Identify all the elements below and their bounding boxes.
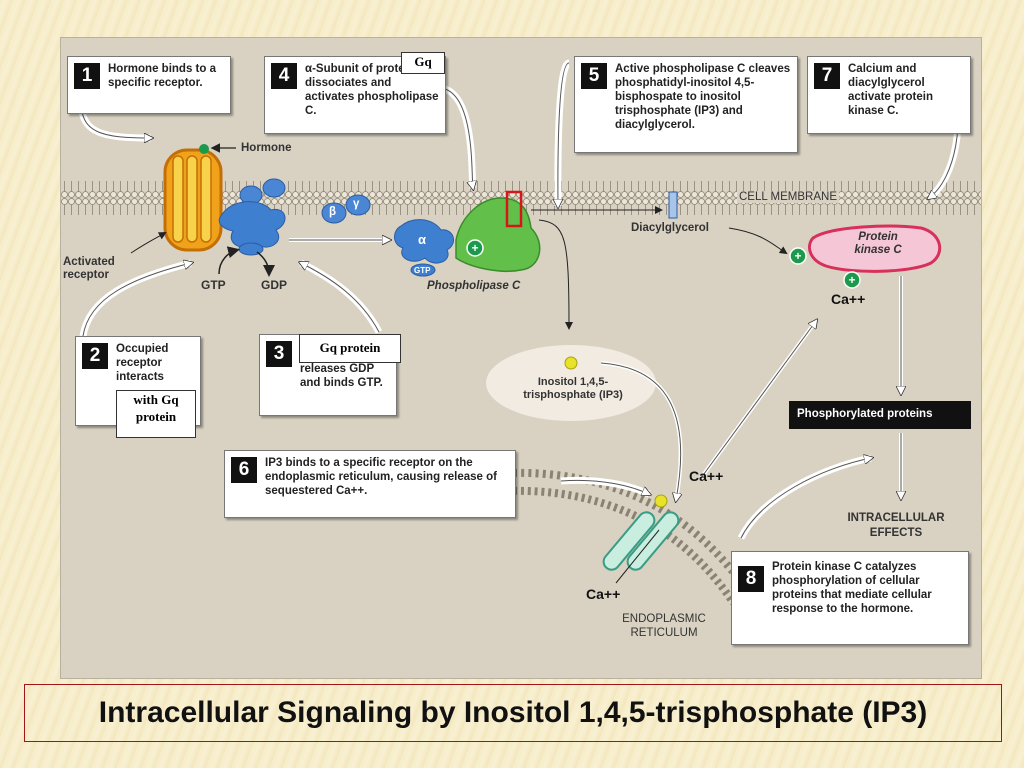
ca-pkc-label: Ca++ — [831, 291, 866, 307]
with-gq-protein-patch: with Gq protein — [116, 390, 196, 438]
step-5-box: 5 Active phospholipase C cleaves phospha… — [574, 56, 798, 153]
step-3-number: 3 — [266, 341, 292, 367]
cell-membrane-label: CELL MEMBRANE — [737, 191, 839, 203]
ip3-label: Inositol 1,4,5-trisphosphate (IP3) — [523, 376, 623, 401]
step-7-box: 7 Calcium and diacylglycerol activate pr… — [807, 56, 971, 134]
gq-protein-patch: Gq protein — [299, 334, 401, 363]
diacylglycerol-mark — [668, 191, 678, 219]
protein-kinase-c-shape — [808, 224, 942, 273]
g-protein-bound — [218, 178, 286, 256]
gtp-label: GTP — [201, 278, 226, 292]
ip3-receptor-channel — [602, 494, 680, 571]
step-6-box: 6 IP3 binds to a specific receptor on th… — [224, 450, 516, 518]
slide-title-box: Intracellular Signaling by Inositol 1,4,… — [24, 684, 1002, 742]
step-4-text: α-Subunit of protein dissociates and act… — [305, 63, 439, 117]
gq-top-patch: Gq — [401, 52, 445, 74]
step-1-text: Hormone binds to a specific receptor. — [108, 63, 216, 89]
svg-text:+: + — [794, 249, 801, 263]
gtp-small-label: GTP — [414, 266, 431, 275]
step-1-box: 1 Hormone binds to a specific receptor. — [67, 56, 231, 114]
step-7-text: Calcium and diacylglycerol activate prot… — [848, 63, 933, 117]
protein-kinase-c-label: Protein kinase C — [854, 231, 902, 256]
svg-text:+: + — [471, 241, 478, 255]
step-2-number: 2 — [82, 343, 108, 369]
ca-channel-label: Ca++ — [689, 468, 724, 484]
phosphorylated-proteins-box — [789, 401, 971, 429]
step-7-number: 7 — [814, 63, 840, 89]
step-2-text: Occupied receptor interacts — [116, 343, 169, 383]
diacylglycerol-label: Diacylglycerol — [631, 222, 709, 234]
signaling-diagram: + + + — [60, 37, 982, 679]
step-4-box: 4 α-Subunit of protein dissociates and a… — [264, 56, 446, 134]
beta-label: β — [329, 206, 337, 218]
pip2-highlight — [505, 190, 523, 228]
step-4-number: 4 — [271, 63, 297, 89]
alpha-subunit-gtp — [394, 219, 455, 277]
step-3-text: releases GDP and binds GTP. — [300, 363, 383, 389]
intracellular-effects-label: INTRACELLULAR EFFECTS — [847, 512, 945, 539]
ip3-dot — [564, 356, 578, 370]
step-1-number: 1 — [74, 63, 100, 89]
phospholipase-c-label: Phospholipase C — [427, 280, 521, 292]
gamma-label: γ — [353, 198, 360, 210]
beta-gamma-subunit — [321, 194, 371, 224]
step-6-text: IP3 binds to a specific receptor on the … — [265, 457, 497, 497]
endoplasmic-reticulum-label: ENDOPLASMIC RETICULUM — [622, 613, 706, 639]
gdp-label: GDP — [261, 278, 288, 292]
svg-text:+: + — [848, 273, 855, 287]
phosphorylated-proteins-label: Phosphorylated proteins — [797, 408, 933, 420]
step-5-number: 5 — [581, 63, 607, 89]
step-8-number: 8 — [738, 566, 764, 592]
step-8-text: Protein kinase C catalyzes phosphorylati… — [772, 561, 932, 615]
slide-title: Intracellular Signaling by Inositol 1,4,… — [98, 696, 928, 729]
alpha-label: α — [418, 232, 426, 247]
step-5-text: Active phospholipase C cleaves phosphati… — [615, 63, 791, 131]
hormone-receptor — [163, 148, 223, 252]
step-8-box: 8 Protein kinase C catalyzes phosphoryla… — [731, 551, 969, 645]
activated-receptor-label: Activated receptor — [63, 256, 115, 281]
step-6-number: 6 — [231, 457, 257, 483]
hormone-dot — [199, 144, 209, 154]
hormone-label: Hormone — [241, 142, 292, 154]
ca-er-label: Ca++ — [586, 586, 621, 602]
